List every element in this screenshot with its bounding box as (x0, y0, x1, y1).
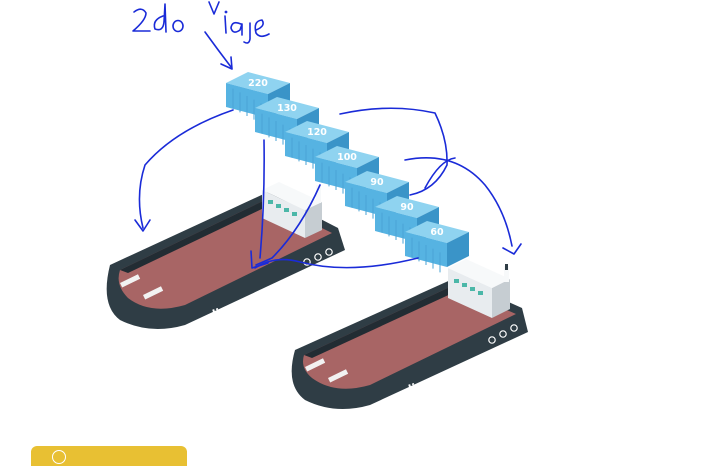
deck-light (327, 369, 349, 383)
bridge-tower (448, 259, 510, 318)
handwriting-stroke (224, 10, 228, 14)
handwriting-stroke (243, 22, 251, 44)
container-top (315, 146, 379, 168)
arrow-head-icon (502, 243, 522, 255)
loop-stroke (424, 157, 456, 189)
container-weight-label: 220 (248, 78, 268, 89)
handwriting-stroke (254, 19, 270, 38)
arrow-to-ship-icon (404, 157, 513, 247)
container-top (345, 171, 409, 193)
porthole-icon (314, 253, 322, 261)
handwriting-stroke (208, 1, 220, 15)
ship-lisa-1: lisa 1 (106, 182, 346, 329)
arrow-to-ship-icon (259, 139, 265, 259)
handwriting-stroke (230, 21, 243, 36)
container-weight-label: 90 (370, 177, 384, 188)
ink-annotations (132, 1, 522, 269)
container-weight-label: 130 (277, 103, 297, 114)
container-side (447, 232, 469, 267)
arrow-to-ship-icon (254, 257, 419, 269)
bridge-tower (262, 182, 322, 238)
bottom-action-button[interactable] (31, 446, 187, 466)
container-top (285, 121, 349, 143)
arrow-to-container-icon (204, 31, 232, 68)
deck-light (142, 286, 164, 300)
arrow-head-icon (250, 250, 269, 269)
container-stack: 220 130 120 100 90 90 60 (226, 72, 469, 273)
container-top (226, 72, 290, 94)
handwriting-stroke (224, 15, 227, 34)
container-top (255, 97, 319, 119)
ship-lisa-2: lisa 2 (291, 259, 528, 409)
container-weight-label: 90 (400, 202, 414, 213)
deck-light (120, 274, 141, 288)
container-weight-label: 120 (307, 127, 327, 138)
porthole-icon (510, 324, 518, 332)
container-top (375, 196, 439, 218)
handwriting-stroke (153, 3, 167, 33)
circle-icon (52, 450, 66, 464)
container-weight-label: 60 (430, 227, 444, 238)
arrow-to-ship-icon (255, 184, 321, 266)
container-top (405, 221, 469, 243)
porthole-icon (499, 330, 507, 338)
arrow-head-icon (134, 219, 151, 232)
porthole-icon (325, 248, 333, 256)
deck-light (305, 358, 326, 372)
container-weight-label: 100 (337, 152, 357, 163)
handwriting-stroke (132, 8, 151, 32)
porthole-icon (303, 258, 311, 266)
handwriting-stroke (172, 19, 184, 33)
porthole-icon (488, 336, 496, 344)
diagram-canvas: lisa 1 lisa 2 220 130 120 100 90 90 60 (106, 1, 528, 409)
loop-stroke (339, 107, 448, 196)
arrow-head-icon (220, 56, 233, 70)
arrow-to-ship-icon (138, 109, 234, 229)
